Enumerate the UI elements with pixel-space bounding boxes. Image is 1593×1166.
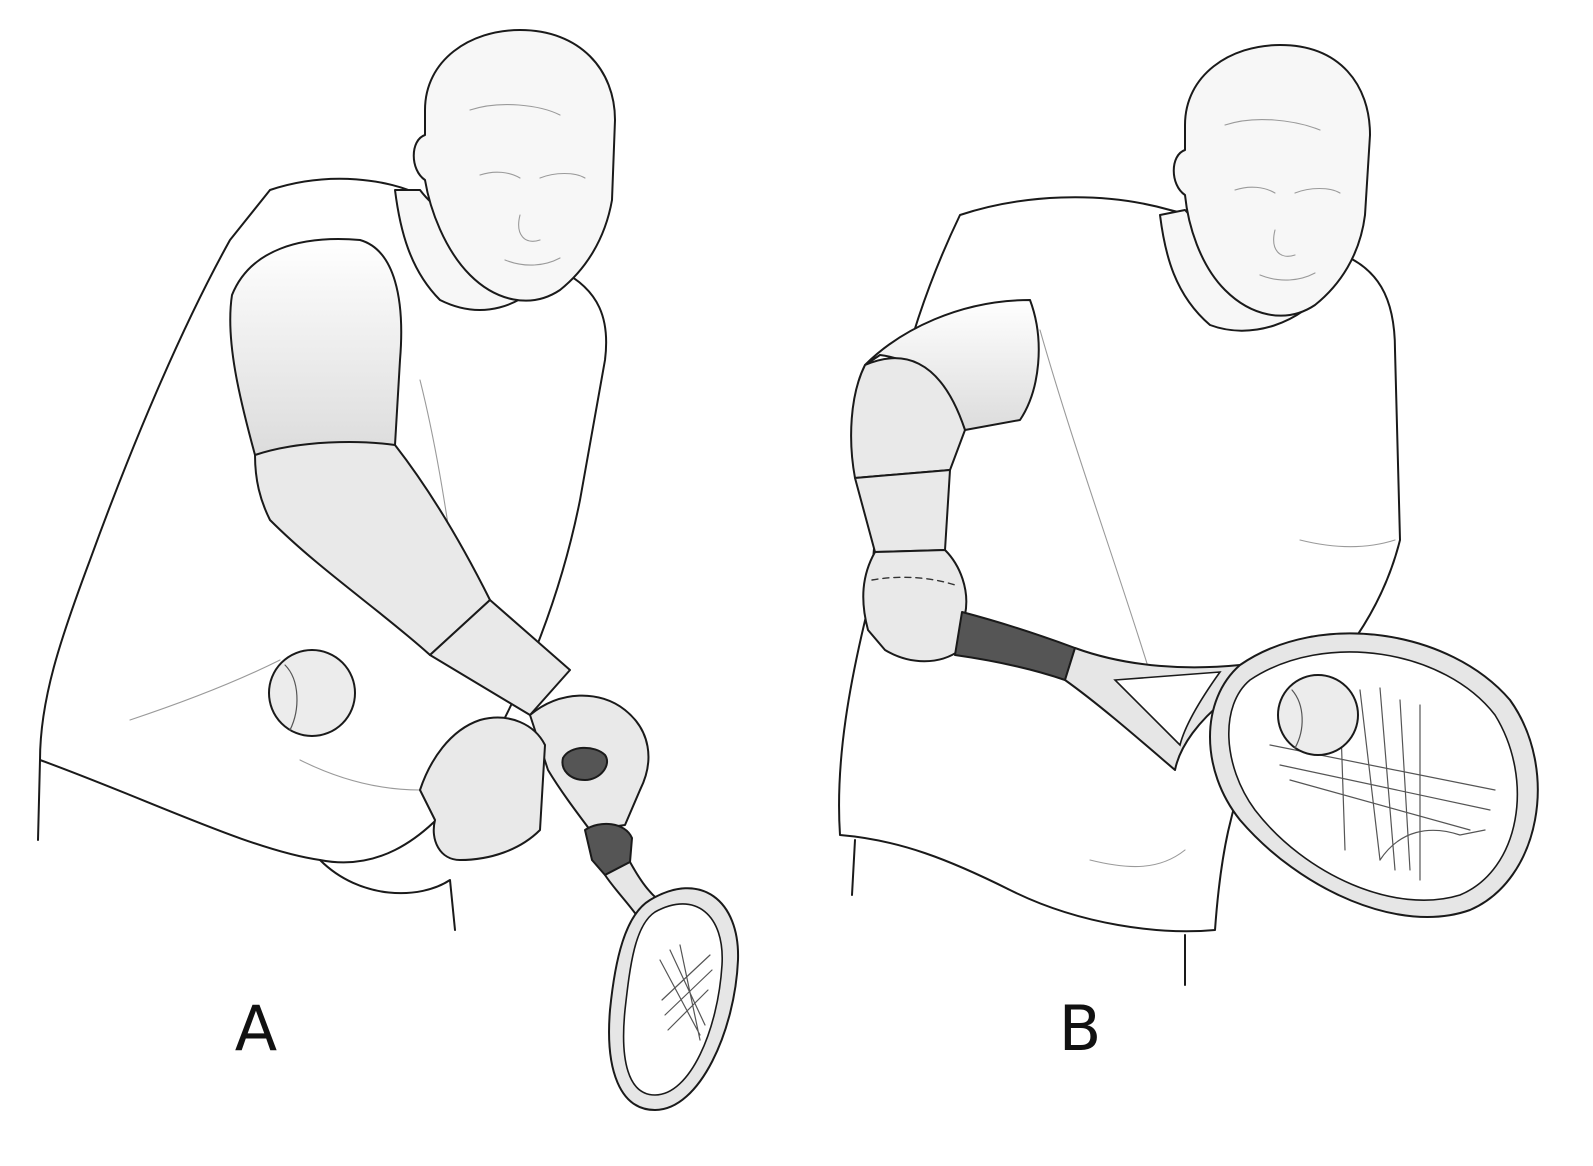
player-a-legs [37,759,456,931]
panel-label-b: B [1059,992,1102,1065]
panel-b-illustration [838,44,1539,986]
player-a-sleeve [229,238,403,456]
player-b-ball [1277,674,1359,756]
player-b-legs [851,839,1186,986]
player-a-off-hand [419,716,546,861]
player-b-off-hand [1379,829,1486,861]
player-a-racquet-face [622,903,723,1096]
player-a-head [412,29,616,302]
player-b-racquet-throat-gap [1113,671,1222,747]
player-a-racquet-strings [659,944,713,1041]
player-a-ball-seam [284,664,298,731]
player-b-wristband [854,469,951,553]
player-a-face-detail [469,104,586,266]
player-a-ball [268,649,356,737]
player-b-face-detail [1224,119,1341,281]
player-b-racquet-strings [1269,687,1496,881]
player-a-racquet-grip-top [561,746,608,781]
panel-a-illustration [37,29,740,1111]
player-b-head [1172,44,1371,317]
panel-label-a: A [235,992,277,1065]
player-b-ball-seam [1291,689,1303,749]
player-b-forearm [850,357,966,479]
